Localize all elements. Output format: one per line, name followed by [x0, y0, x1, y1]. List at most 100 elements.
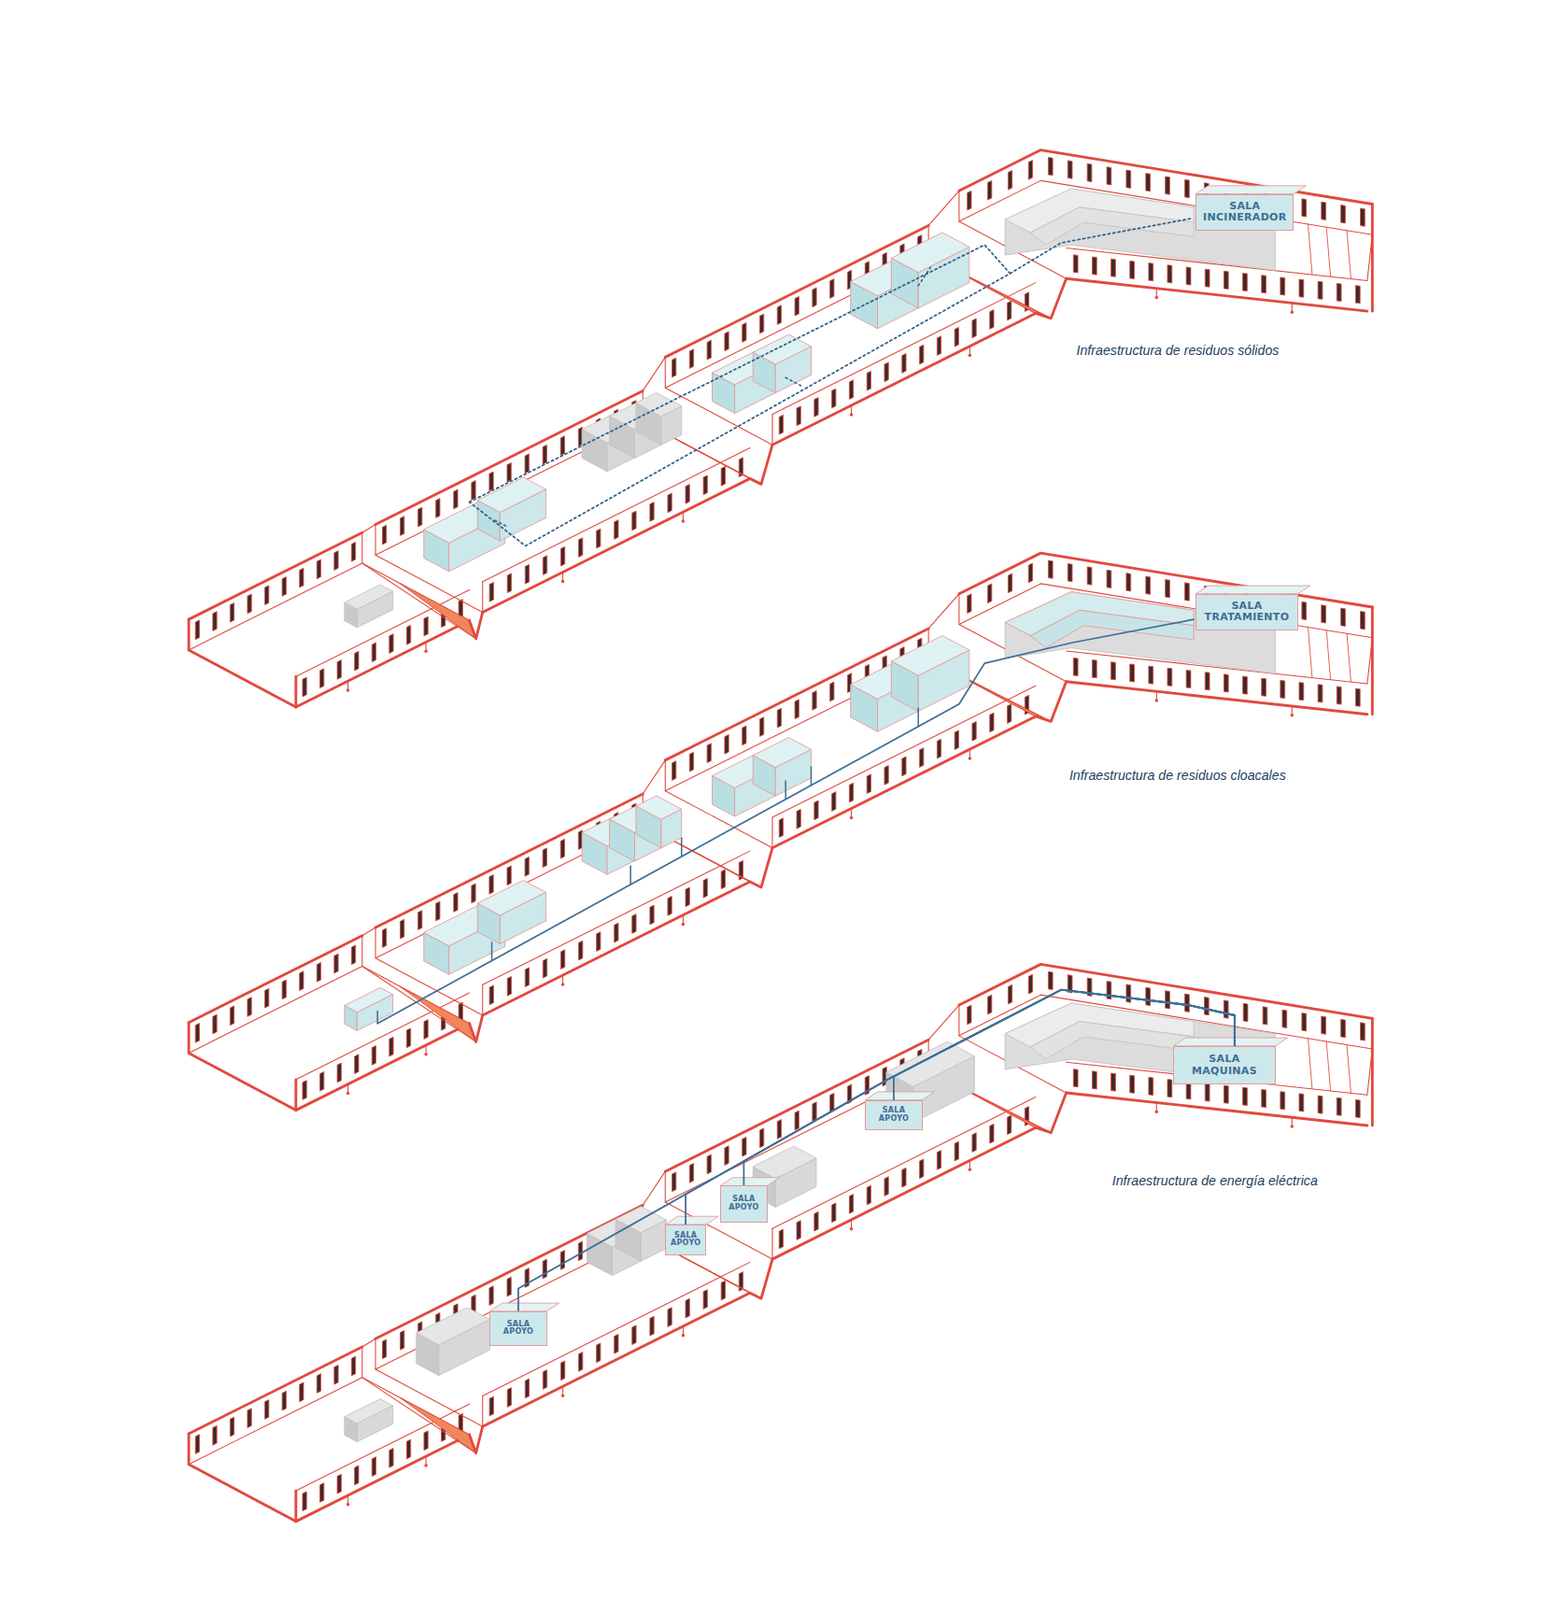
pile-pin [682, 915, 684, 924]
window-slot [302, 1080, 307, 1101]
wall-edge [771, 1228, 773, 1259]
window-slot [299, 1382, 304, 1402]
window-slot [337, 1062, 341, 1083]
window-slot [381, 928, 386, 948]
window-slot [1341, 608, 1346, 626]
window-slot [796, 1220, 801, 1241]
window-slot [1336, 1097, 1342, 1116]
wall-edge [188, 1377, 363, 1465]
wall-edge [188, 563, 363, 651]
window-slot [282, 577, 286, 597]
window-slot [1130, 664, 1135, 682]
window-slot [830, 279, 835, 299]
window-slot [282, 1390, 286, 1411]
window-slot [351, 541, 355, 562]
wall-edge [188, 619, 297, 708]
pile-pin [425, 1045, 427, 1054]
pile-pin [849, 412, 853, 416]
window-slot [1223, 674, 1229, 693]
window-slot [1106, 569, 1112, 588]
wall-edge [482, 1292, 750, 1427]
wall-edge [1367, 1048, 1373, 1095]
wall-edge [664, 225, 929, 357]
window-slot [954, 1141, 959, 1161]
wall-edge [1371, 1018, 1374, 1126]
window-slot [1282, 1009, 1288, 1028]
wall-edge [294, 1490, 298, 1522]
window-slot [1167, 265, 1173, 283]
window-slot [354, 1054, 359, 1075]
window-slot [1047, 156, 1053, 175]
window-slot [759, 717, 764, 737]
window-slot [1007, 573, 1012, 594]
diagram-caption: Infraestructura de energía eléctrica [1112, 1173, 1318, 1189]
pile-pin [682, 511, 684, 521]
room-volume [344, 584, 394, 609]
window-slot [794, 296, 799, 316]
window-slot [1243, 273, 1248, 292]
window-slot [424, 1019, 428, 1040]
window-slot [507, 976, 511, 996]
pile-pin [1155, 1110, 1159, 1114]
room-volume [891, 232, 969, 273]
pile-pin [425, 1456, 427, 1465]
wall-edge [772, 1096, 1036, 1229]
room-top [1195, 185, 1306, 195]
window-slot [229, 1005, 234, 1026]
window-slot [1145, 576, 1151, 595]
electric-tier [188, 963, 1373, 1521]
window-slot [1360, 1022, 1366, 1041]
window-slot [1073, 1069, 1078, 1088]
wall-edge [481, 581, 483, 613]
window-slot [299, 971, 304, 991]
window-slot [1145, 987, 1151, 1005]
window-slot [299, 567, 304, 588]
window-slot [1145, 173, 1151, 192]
window-slot [990, 310, 994, 330]
window-slot [334, 551, 339, 571]
window-slot [667, 1307, 672, 1328]
window-slot [1355, 285, 1360, 304]
pile-pin [561, 982, 565, 986]
window-slot [972, 721, 977, 742]
window-slot [1223, 1000, 1229, 1019]
window-slot [759, 313, 764, 334]
window-slot [650, 1315, 654, 1336]
window-slot [919, 1159, 924, 1179]
wall-edge [928, 594, 960, 629]
window-slot [1148, 263, 1154, 282]
pile-pin [347, 1084, 349, 1093]
pile-pin [561, 1393, 565, 1397]
window-slot [707, 339, 711, 360]
pile-pin [681, 519, 685, 523]
window-slot [1126, 984, 1132, 1003]
window-slot [560, 436, 565, 456]
window-slot [418, 910, 423, 931]
window-slot [507, 1387, 511, 1408]
window-slot [1007, 1115, 1012, 1135]
wall-edge [771, 414, 773, 446]
window-slot [1301, 198, 1307, 217]
pile-pin [849, 1227, 853, 1231]
waste-route [469, 244, 1011, 546]
window-slot [560, 949, 565, 970]
pile-pin [968, 353, 972, 357]
wall-edge [294, 676, 298, 708]
room-volume [1030, 207, 1194, 245]
window-slot [1321, 605, 1327, 623]
pile-pin [1290, 1124, 1294, 1128]
window-slot [1167, 667, 1173, 686]
sewage-pipe [784, 780, 787, 800]
wall-edge [959, 150, 1373, 205]
window-slot [866, 370, 871, 391]
window-slot [988, 583, 992, 604]
window-slot [507, 462, 511, 482]
wall-edge [362, 1338, 376, 1347]
window-slot [489, 1286, 494, 1306]
window-slot [507, 1276, 511, 1297]
waste-route [1010, 218, 1192, 274]
wall-edge [959, 552, 1373, 608]
window-slot [1007, 300, 1012, 321]
wall-edge [294, 1079, 298, 1111]
